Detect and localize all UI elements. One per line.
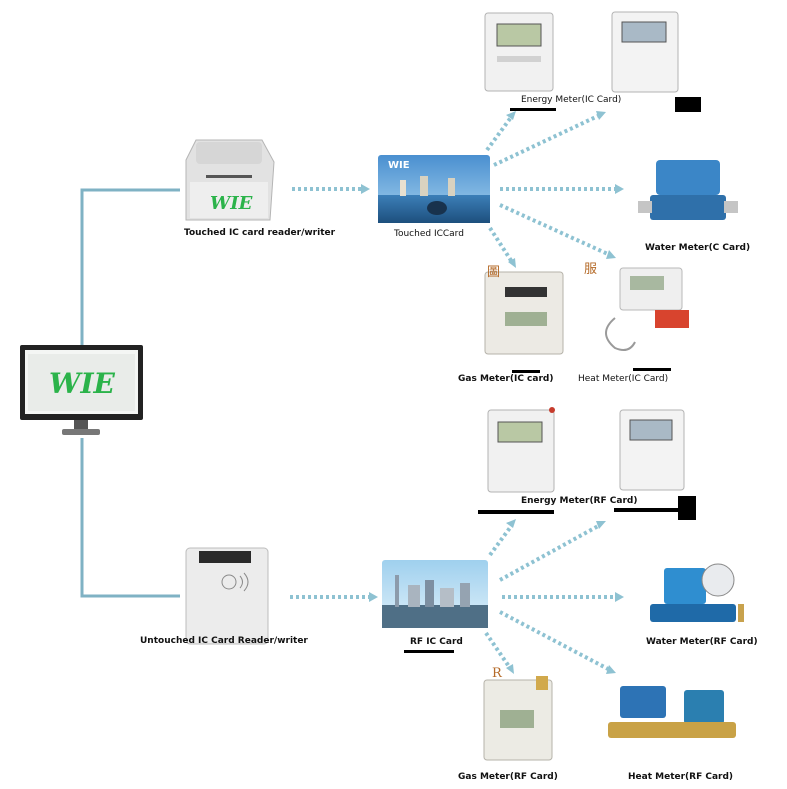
redaction-bar	[678, 496, 696, 520]
touched-card-label: Touched ICCard	[394, 229, 464, 239]
water-meter-rf-label: Water Meter(RF Card)	[646, 637, 758, 647]
redaction-bar	[478, 510, 554, 514]
energy-meter-ic-label: Energy Meter(IC Card)	[521, 95, 622, 105]
heat-meter-ic-device	[605, 267, 689, 351]
redaction-bar	[633, 368, 671, 371]
water-meter-rf-device	[650, 563, 744, 622]
touched-reader-label: Touched IC card reader/writer	[184, 228, 336, 238]
rf-ic-card	[382, 560, 488, 628]
redaction-bar	[614, 508, 696, 512]
arrow-heads	[361, 111, 624, 674]
water-meter-ic-device	[638, 160, 738, 220]
gas-meter-ic-label: Gas Meter(IC card)	[458, 374, 554, 384]
heat-meter-rf-label: Heat Meter(RF Card)	[628, 772, 734, 782]
redaction-bar	[510, 108, 556, 111]
redaction-bar	[512, 370, 540, 373]
heat-meter-rf-device	[608, 686, 736, 738]
stray-glyph-gas-rf: R	[492, 666, 502, 681]
energy-meter-rf-devices	[487, 407, 685, 493]
heat-meter-ic-label: Heat Meter(IC Card)	[578, 374, 669, 384]
stray-glyph-gas-ic: 圖	[487, 265, 501, 280]
energy-meter-rf-label: Energy Meter(RF Card)	[521, 496, 638, 506]
untouched-reader-label: Untouched IC Card Reader/writer	[140, 636, 308, 646]
untouched-reader-device	[185, 547, 269, 645]
touched-reader-device	[185, 139, 275, 221]
computer-logo: WIE	[49, 367, 115, 400]
touched-ic-card	[378, 155, 490, 223]
dotted-arrows	[290, 113, 618, 672]
gas-meter-rf-device	[483, 676, 553, 761]
redaction-bar	[404, 650, 454, 653]
gas-meter-ic-device	[484, 271, 564, 355]
stray-glyph-heat-ic: 服	[584, 262, 598, 277]
rf-card-label: RF IC Card	[410, 637, 463, 647]
redaction-bar	[675, 97, 701, 112]
touched-reader-logo: WIE	[210, 193, 253, 214]
connector-lines	[80, 188, 180, 598]
water-meter-ic-label: Water Meter(C Card)	[645, 243, 751, 253]
energy-meter-ic-devices	[484, 11, 679, 93]
gas-meter-rf-label: Gas Meter(RF Card)	[458, 772, 558, 782]
card-brand: WIE	[388, 160, 410, 171]
computer-monitor	[20, 345, 143, 435]
